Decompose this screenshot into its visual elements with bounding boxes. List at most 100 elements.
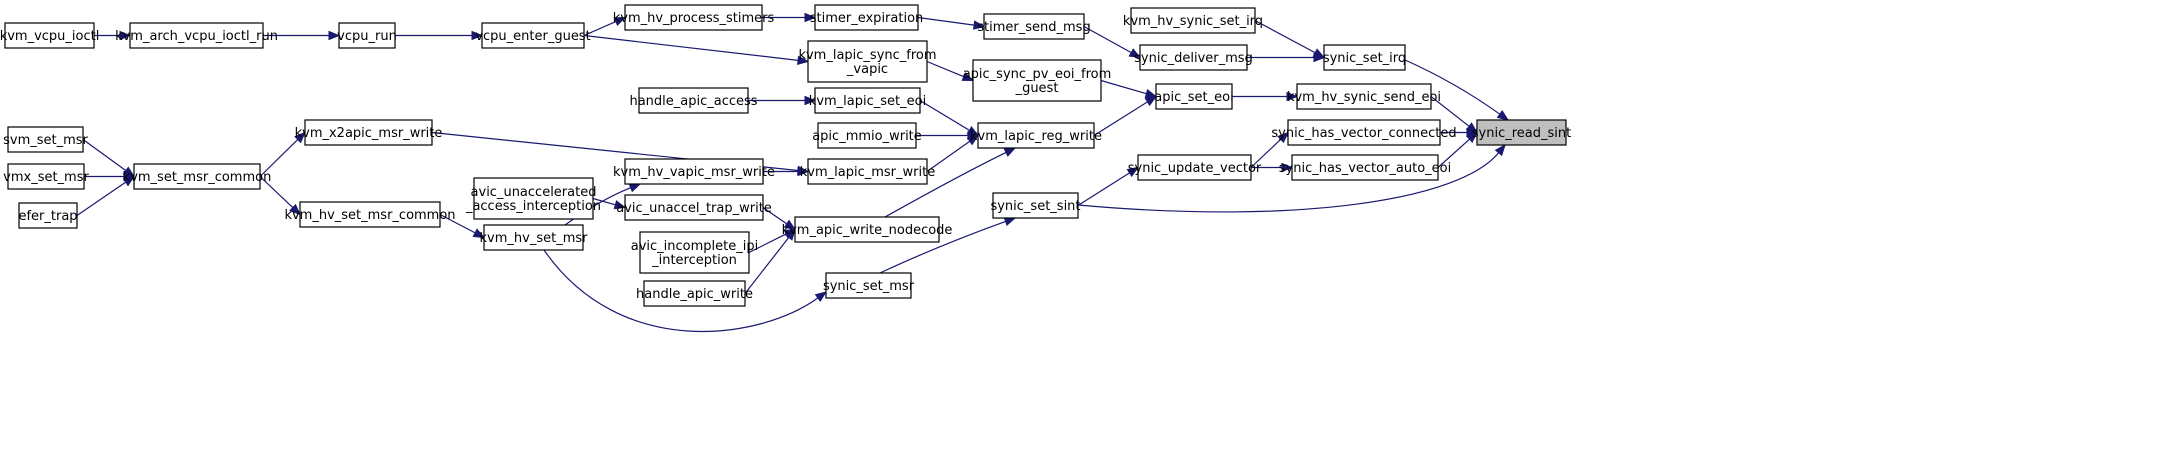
edge-avic-unaccelerated-access-interception-to-avic-unaccel-trap-write bbox=[592, 197, 627, 210]
edge-kvm-lapic-msr-write-to-kvm-lapic-reg-write bbox=[926, 134, 980, 172]
node-handle-apic-write[interactable]: handle_apic_write bbox=[636, 280, 753, 307]
node-kvm-x2apic-msr-write[interactable]: kvm_x2apic_msr_write bbox=[295, 119, 443, 146]
node-synic-update-vector[interactable]: synic_update_vector bbox=[1128, 154, 1262, 181]
edge-kvm-hv-vapic-msr-write-to-kvm-lapic-msr-write bbox=[763, 166, 810, 177]
node-svm-set-msr[interactable]: svm_set_msr bbox=[3, 126, 89, 153]
node-kvm-hv-synic-send-eoi[interactable]: kvm_hv_synic_send_eoi bbox=[1287, 83, 1441, 110]
node-label: stimer_send_msg bbox=[977, 20, 1090, 35]
edge-line bbox=[583, 34, 799, 61]
node-avic-incomplete-ipi-interception[interactable]: avic_incomplete_ipi_interception bbox=[631, 231, 758, 274]
node-apic-set-eoi[interactable]: apic_set_eoi bbox=[1154, 83, 1234, 110]
node-kvm-vcpu-ioctl[interactable]: kvm_vcpu_ioctl bbox=[0, 22, 99, 49]
node-kvm-lapic-reg-write[interactable]: kvm_lapic_reg_write bbox=[970, 122, 1102, 149]
node-avic-unaccelerated-access-interception[interactable]: avic_unaccelerated_access_interception bbox=[465, 177, 601, 220]
edge-arrowhead bbox=[783, 219, 797, 231]
node-vcpu-enter-guest[interactable]: vcpu_enter_guest bbox=[475, 22, 591, 49]
node-label: kvm_hv_vapic_msr_write bbox=[613, 165, 775, 180]
node-box bbox=[639, 231, 750, 274]
node-stimer-send-msg[interactable]: stimer_send_msg bbox=[977, 13, 1091, 40]
node-efer-trap[interactable]: efer_trap bbox=[18, 202, 78, 229]
node-box bbox=[1287, 119, 1441, 146]
node-synic-set-sint[interactable]: synic_set_sint bbox=[990, 192, 1081, 219]
node-label: kvm_vcpu_ioctl bbox=[0, 29, 99, 44]
node-box bbox=[814, 87, 921, 114]
node-label: _guest bbox=[1015, 81, 1059, 96]
node-kvm-hv-process-stimers[interactable]: kvm_hv_process_stimers bbox=[613, 4, 775, 31]
node-box bbox=[338, 22, 396, 49]
edge-line bbox=[259, 176, 294, 209]
node-synic-set-irq[interactable]: synic_set_irq bbox=[1323, 44, 1406, 71]
node-synic-read-sint[interactable]: synic_read_sint bbox=[1472, 119, 1571, 146]
edge-arrowhead bbox=[471, 30, 484, 41]
node-label: apic_mmio_write bbox=[812, 129, 922, 144]
node-box bbox=[624, 194, 764, 221]
edge-arrowhead bbox=[122, 175, 136, 187]
edge-efer-trap-to-kvm-set-msr-common bbox=[76, 175, 136, 216]
node-box bbox=[18, 202, 78, 229]
node-box bbox=[1323, 44, 1406, 71]
node-synic-set-msr[interactable]: synic_set_msr bbox=[823, 272, 915, 299]
edge-arrowhead bbox=[1466, 131, 1479, 144]
node-box bbox=[624, 158, 764, 185]
edge-arrowhead bbox=[966, 134, 980, 146]
edge-arrowhead bbox=[972, 20, 986, 30]
node-apic-mmio-write[interactable]: apic_mmio_write bbox=[812, 122, 922, 149]
node-kvm-lapic-sync-from-vapic[interactable]: kvm_lapic_sync_from_vapic bbox=[798, 40, 937, 83]
node-label: synic_set_irq bbox=[1323, 51, 1406, 66]
edge-synic-update-vector-to-synic-has-vector-auto-eoi bbox=[1251, 162, 1294, 173]
node-kvm-set-msr-common[interactable]: kvm_set_msr_common bbox=[123, 163, 272, 190]
edge-stimer-expiration-to-stimer-send-msg bbox=[917, 16, 986, 30]
node-box bbox=[1155, 83, 1233, 110]
node-kvm-hv-set-msr[interactable]: kvm_hv_set_msr bbox=[480, 224, 589, 251]
node-kvm-apic-write-nodecode[interactable]: kvm_apic_write_nodecode bbox=[782, 216, 953, 243]
edge-arrowhead bbox=[628, 183, 642, 193]
node-handle-apic-access[interactable]: handle_apic_access bbox=[629, 87, 758, 114]
node-kvm-lapic-msr-write[interactable]: kvm_lapic_msr_write bbox=[800, 158, 935, 185]
node-label: handle_apic_access bbox=[629, 94, 757, 109]
node-label: kvm_hv_set_msr_common bbox=[284, 208, 455, 223]
edge-synic-set-sint-to-synic-read-sint bbox=[1077, 143, 1506, 213]
node-box bbox=[807, 40, 928, 83]
node-label: kvm_lapic_sync_from bbox=[798, 48, 936, 63]
node-label: kvm_hv_synic_send_eoi bbox=[1287, 90, 1441, 105]
node-label: synic_set_sint bbox=[990, 199, 1080, 214]
node-kvm-lapic-set-eoi[interactable]: kvm_lapic_set_eoi bbox=[809, 87, 926, 114]
node-label: synic_update_vector bbox=[1128, 161, 1262, 176]
edge-line bbox=[1083, 25, 1132, 54]
edge-kvm-lapic-reg-write-to-apic-set-eoi bbox=[1093, 95, 1158, 137]
edge-kvm-apic-write-nodecode-to-kvm-lapic-reg-write bbox=[884, 147, 1017, 218]
node-box bbox=[473, 177, 594, 220]
node-synic-deliver-msg[interactable]: synic_deliver_msg bbox=[1134, 44, 1253, 71]
node-avic-unaccel-trap-write[interactable]: avic_unaccel_trap_write bbox=[616, 194, 772, 221]
node-kvm-hv-set-msr-common[interactable]: kvm_hv_set_msr_common bbox=[284, 201, 456, 228]
node-label: kvm_lapic_reg_write bbox=[970, 129, 1102, 144]
edge-arrowhead bbox=[961, 72, 975, 82]
node-vcpu-run[interactable]: vcpu_run bbox=[337, 22, 397, 49]
edge-line bbox=[744, 237, 790, 294]
edge-kvm-hv-set-msr-common-to-kvm-hv-set-msr bbox=[439, 213, 486, 239]
node-kvm-hv-synic-set-irq[interactable]: kvm_hv_synic_set_irq bbox=[1123, 7, 1263, 34]
node-label: kvm_hv_process_stimers bbox=[613, 11, 775, 26]
edge-arrowhead bbox=[289, 203, 301, 216]
node-synic-has-vector-auto-eoi[interactable]: synic_has_vector_auto_eoi bbox=[1279, 154, 1452, 181]
node-stimer-expiration[interactable]: stimer_expiration bbox=[810, 4, 924, 31]
node-box bbox=[483, 224, 584, 251]
edge-line bbox=[1254, 19, 1316, 54]
node-label: svm_set_msr bbox=[3, 133, 88, 148]
node-apic-sync-pv-eoi-from-guest[interactable]: apic_sync_pv_eoi_from_guest bbox=[963, 59, 1112, 102]
node-label: kvm_lapic_set_eoi bbox=[809, 94, 926, 109]
node-vmx-set-msr[interactable]: vmx_set_msr bbox=[3, 163, 90, 190]
node-kvm-arch-vcpu-ioctl-run[interactable]: kvm_arch_vcpu_ioctl_run bbox=[115, 22, 278, 49]
edge-line bbox=[917, 16, 975, 26]
edge-line bbox=[1430, 96, 1470, 127]
node-synic-has-vector-connected[interactable]: synic_has_vector_connected bbox=[1271, 119, 1457, 146]
edge-synic-has-vector-auto-eoi-to-synic-read-sint bbox=[1437, 131, 1479, 168]
edge-arrowhead bbox=[797, 55, 810, 65]
node-box bbox=[624, 4, 763, 31]
call-edges bbox=[76, 12, 1510, 332]
node-label: avic_unaccel_trap_write bbox=[616, 201, 772, 216]
edge-arrowhead bbox=[784, 228, 796, 241]
node-kvm-hv-vapic-msr-write[interactable]: kvm_hv_vapic_msr_write bbox=[613, 158, 775, 185]
edge-arrowhead bbox=[804, 95, 817, 106]
